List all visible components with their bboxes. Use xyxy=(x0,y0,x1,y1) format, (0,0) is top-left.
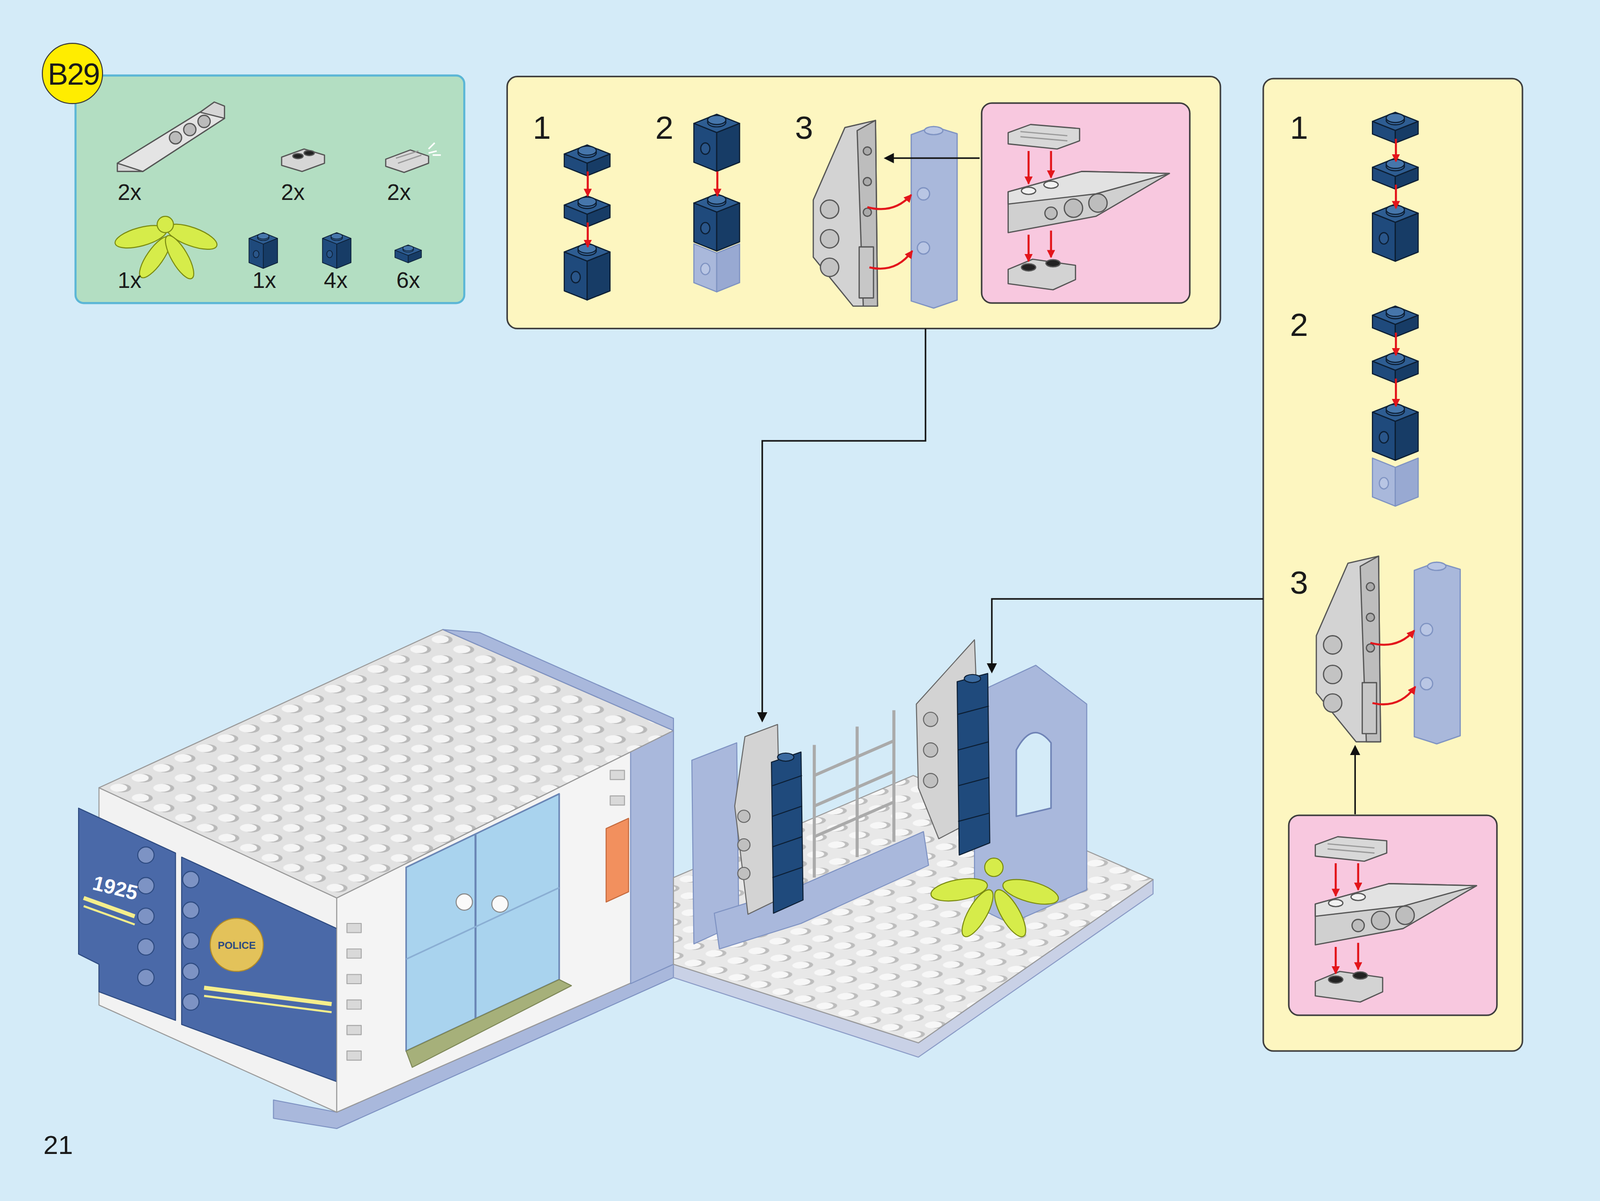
badge-text: POLICE xyxy=(217,940,256,951)
step-badge: B29 xyxy=(41,42,104,105)
page-number: 21 xyxy=(43,1131,73,1158)
step-panel: 1 2 3 xyxy=(506,76,1221,329)
step-number: 1 xyxy=(532,110,552,144)
parts-panel xyxy=(75,75,465,304)
quantity-label: 4x xyxy=(324,269,348,293)
step-panel: 1 2 3 xyxy=(1263,78,1523,1051)
step-number: 2 xyxy=(1290,308,1309,341)
police-building xyxy=(78,629,674,1129)
step-number: 3 xyxy=(794,110,814,144)
quantity-label: 2x xyxy=(387,181,411,205)
quantity-label: 2x xyxy=(117,181,142,205)
step-number: 1 xyxy=(1290,110,1309,144)
step-parts xyxy=(564,102,1190,309)
step-code: B29 xyxy=(47,59,100,90)
parts-panel: 2x 2x 2x 1x 1x 4x 6x xyxy=(75,75,465,304)
step-panels xyxy=(506,76,1523,1051)
quantity-label: 6x xyxy=(396,269,420,293)
quantity-label: 1x xyxy=(117,269,142,293)
step-number: 2 xyxy=(655,110,674,144)
room-section xyxy=(673,639,1154,1057)
quantity-label: 1x xyxy=(252,269,277,293)
step-parts-right xyxy=(1288,112,1498,1016)
leader-lines xyxy=(762,328,1264,721)
quantity-label: 2x xyxy=(280,181,305,205)
step-number: 3 xyxy=(1290,566,1309,599)
